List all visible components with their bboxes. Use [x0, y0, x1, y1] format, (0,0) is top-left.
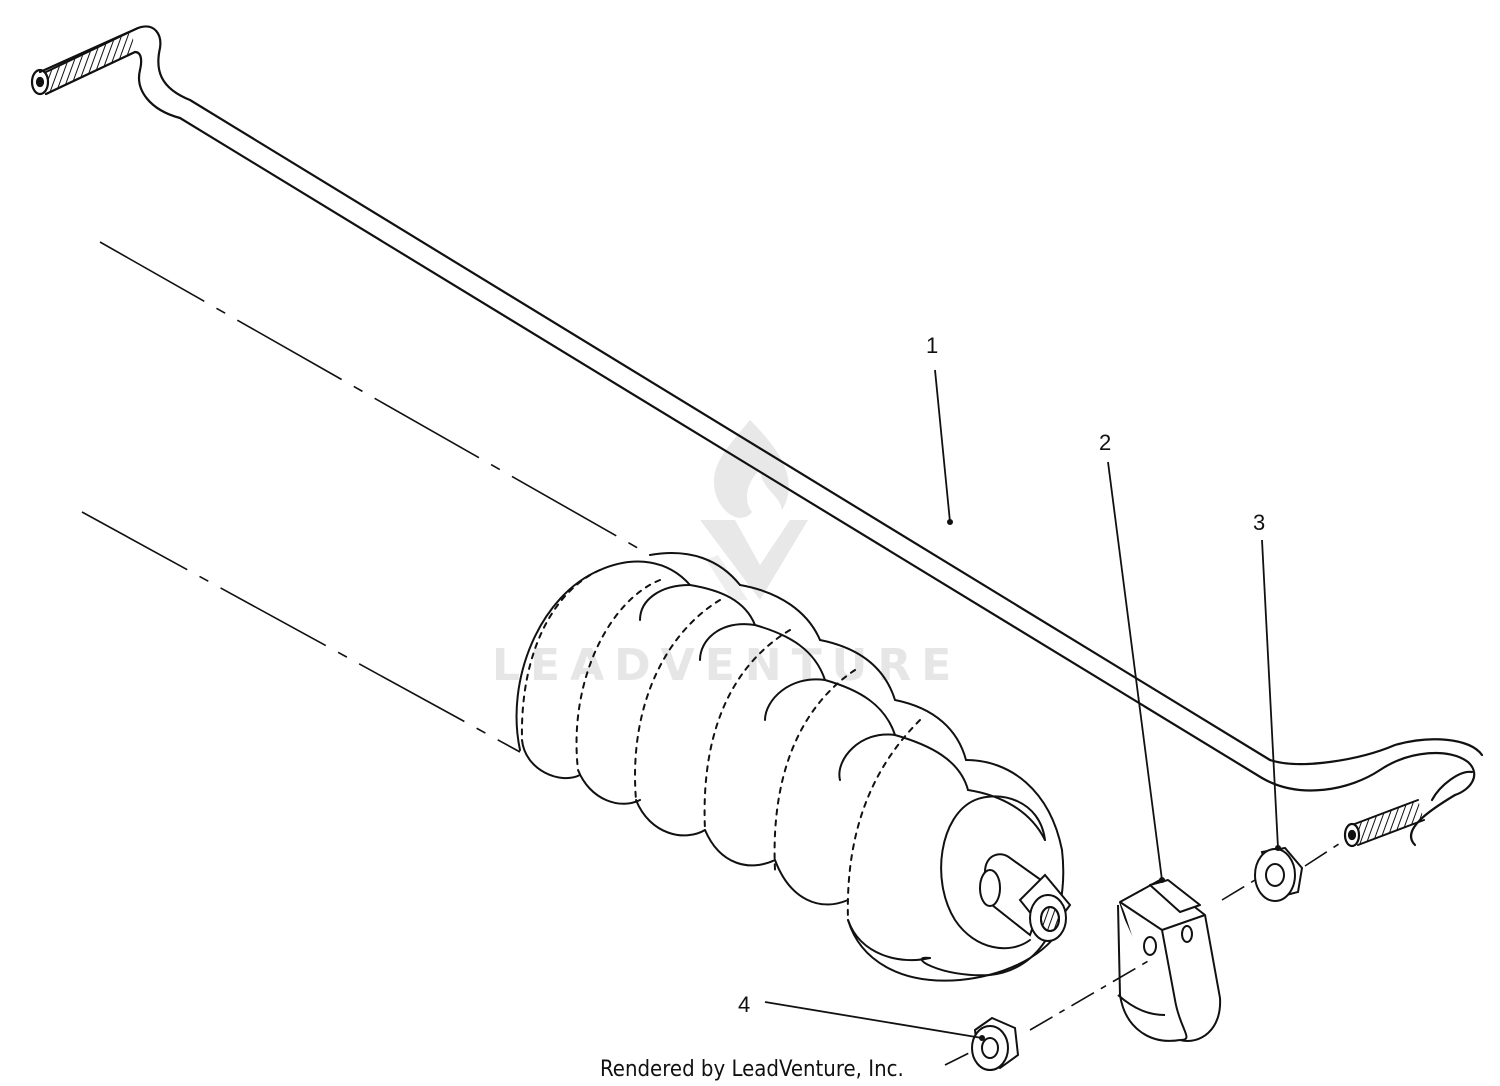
rod-part-1 — [30, 25, 1484, 848]
roller — [515, 552, 1065, 982]
projection-lines — [81, 241, 651, 753]
axle-stub — [979, 853, 1072, 942]
leader-1 — [934, 369, 951, 523]
bracket-part-2 — [1117, 879, 1222, 1042]
flange-nut-part-3 — [1254, 846, 1304, 902]
assembly-lines — [944, 839, 1346, 1066]
callout-1: 1 — [926, 333, 938, 358]
callout-4: 4 — [738, 992, 750, 1017]
leader-4 — [764, 1001, 983, 1039]
watermark-text: LEADVENTURE — [492, 640, 961, 691]
watermark-logo — [700, 420, 808, 600]
leader-ends — [947, 519, 1281, 1041]
callout-2: 2 — [1099, 430, 1111, 455]
leader-lines — [764, 369, 1279, 1039]
callout-3: 3 — [1253, 510, 1265, 535]
leader-2 — [1107, 461, 1163, 881]
flange-nut-part-4 — [971, 1016, 1020, 1071]
credit-text: Rendered by LeadVenture, Inc. — [600, 1057, 904, 1082]
leader-3 — [1261, 539, 1279, 849]
